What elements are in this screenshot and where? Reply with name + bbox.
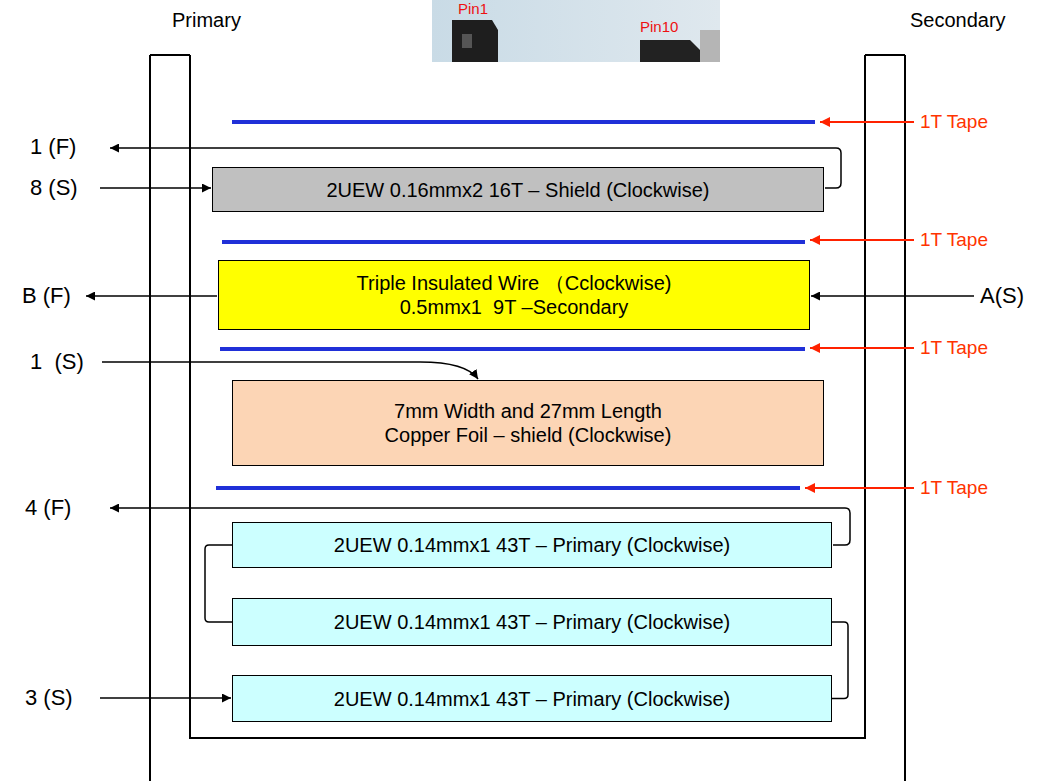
primary-winding-box: 2UEW 0.14mmx1 43T – Primary (Clockwise) — [232, 675, 832, 722]
winding-spec: Triple Insulated Wire （Cclockwise) — [357, 271, 672, 295]
pin-callout: B (F) — [22, 284, 71, 308]
pin-label: Pin1 — [458, 0, 488, 21]
pin-callout: 1 (S) — [30, 350, 84, 374]
winding-jumper — [832, 622, 848, 699]
winding-spec: 7mm Width and 27mm Length — [394, 399, 662, 423]
tape-label: 1T Tape — [920, 336, 988, 360]
winding-spec: Copper Foil – shield (Clockwise) — [385, 423, 672, 447]
pin-callout: 3 (S) — [25, 686, 73, 710]
winding-spec: 0.5mmx1 9T –Secondary — [400, 295, 629, 319]
shield-winding-box: 2UEW 0.16mmx2 16T – Shield (Clockwise) — [212, 167, 824, 212]
side-label: Secondary — [910, 8, 1006, 32]
pin-label: Pin10 — [640, 15, 678, 39]
tape-label: 1T Tape — [920, 110, 988, 134]
winding-spec: 2UEW 0.16mmx2 16T – Shield (Clockwise) — [326, 178, 709, 202]
primary-winding-box: 2UEW 0.14mmx1 43T – Primary (Clockwise) — [232, 598, 832, 646]
pin-callout: 4 (F) — [25, 496, 71, 520]
secondary-winding-box: Triple Insulated Wire （Cclockwise)0.5mmx… — [218, 260, 810, 330]
side-label: Primary — [172, 8, 241, 32]
copper-foil-box: 7mm Width and 27mm LengthCopper Foil – s… — [232, 380, 824, 466]
pin-callout: A(S) — [980, 284, 1024, 308]
winding-spec: 2UEW 0.14mmx1 43T – Primary (Clockwise) — [334, 610, 730, 634]
tape-label: 1T Tape — [920, 476, 988, 500]
primary-winding-box: 2UEW 0.14mmx1 43T – Primary (Clockwise) — [232, 522, 832, 568]
winding-jumper — [205, 545, 232, 622]
winding-spec: 2UEW 0.14mmx1 43T – Primary (Clockwise) — [334, 533, 730, 557]
winding-spec: 2UEW 0.14mmx1 43T – Primary (Clockwise) — [334, 687, 730, 711]
tape-label: 1T Tape — [920, 228, 988, 252]
pin-callout: 1 (F) — [30, 135, 76, 159]
pin-callout: 8 (S) — [30, 176, 78, 200]
